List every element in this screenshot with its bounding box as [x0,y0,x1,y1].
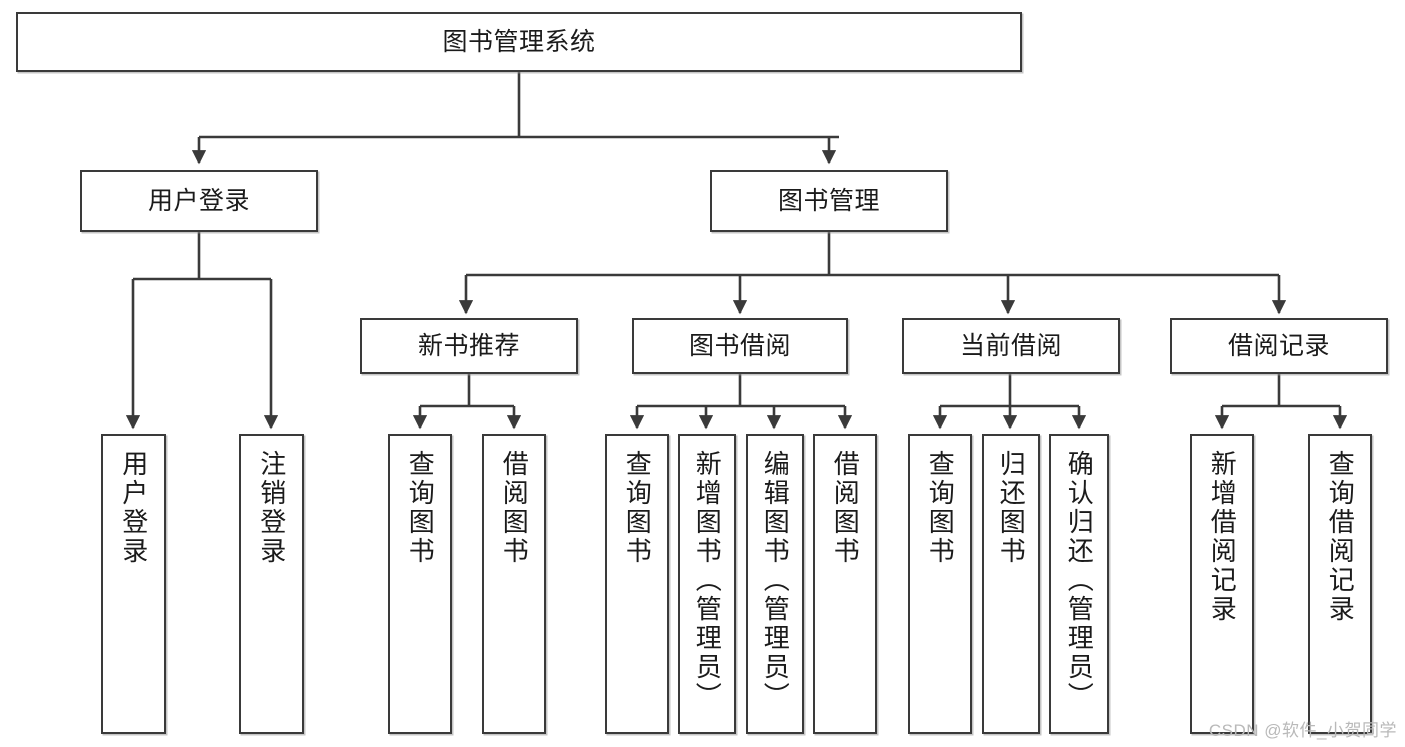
watermark: CSDN @软件_小贺同学 [1208,721,1397,740]
leaf-query-book-borrow-label: 查询图书 [622,450,653,566]
leaf-logout[interactable]: 注销登录 [239,434,304,734]
leaf-return-book-label: 归还图书 [996,450,1027,566]
leaf-borrow-book-recommend[interactable]: 借阅图书 [482,434,546,734]
node-root[interactable]: 图书管理系统 [16,12,1022,72]
leaf-add-book-admin[interactable]: 新增图书（管理员） [678,434,736,734]
node-current-borrow-label: 当前借阅 [959,332,1062,360]
leaf-logout-label: 注销登录 [256,450,287,566]
leaf-edit-book-admin-label: 编辑图书（管理员） [760,450,791,711]
leaf-borrow-book[interactable]: 借阅图书 [813,434,877,734]
leaf-query-book-current[interactable]: 查询图书 [908,434,972,734]
leaf-query-book-recommend[interactable]: 查询图书 [388,434,452,734]
node-book-borrow-label: 图书借阅 [688,332,791,360]
node-new-book-recommend[interactable]: 新书推荐 [360,318,578,374]
leaf-query-book-current-label: 查询图书 [925,450,956,566]
leaf-return-book[interactable]: 归还图书 [982,434,1040,734]
leaf-user-login-label: 用户登录 [118,450,149,566]
leaf-query-borrow-record-label: 查询借阅记录 [1325,450,1356,624]
node-current-borrow[interactable]: 当前借阅 [902,318,1120,374]
node-book-management[interactable]: 图书管理 [710,170,948,232]
leaf-confirm-return-admin[interactable]: 确认归还（管理员） [1049,434,1109,734]
node-user-login[interactable]: 用户登录 [80,170,318,232]
leaf-borrow-book-label: 借阅图书 [830,450,861,566]
leaf-add-borrow-record-label: 新增借阅记录 [1207,450,1238,624]
leaf-add-borrow-record[interactable]: 新增借阅记录 [1190,434,1254,734]
leaf-edit-book-admin[interactable]: 编辑图书（管理员） [746,434,804,734]
node-root-label: 图书管理系统 [442,28,596,56]
leaf-query-book-recommend-label: 查询图书 [405,450,436,566]
node-book-borrow[interactable]: 图书借阅 [632,318,848,374]
leaf-add-book-admin-label: 新增图书（管理员） [692,450,723,711]
leaf-borrow-book-recommend-label: 借阅图书 [499,450,530,566]
node-borrow-records[interactable]: 借阅记录 [1170,318,1388,374]
node-borrow-records-label: 借阅记录 [1227,332,1330,360]
node-new-book-recommend-label: 新书推荐 [417,332,520,360]
leaf-user-login[interactable]: 用户登录 [101,434,166,734]
leaf-confirm-return-admin-label: 确认归还（管理员） [1064,450,1095,711]
leaf-query-borrow-record[interactable]: 查询借阅记录 [1308,434,1372,734]
node-user-login-label: 用户登录 [147,187,250,215]
leaf-query-book-borrow[interactable]: 查询图书 [605,434,669,734]
node-book-management-label: 图书管理 [777,187,880,215]
